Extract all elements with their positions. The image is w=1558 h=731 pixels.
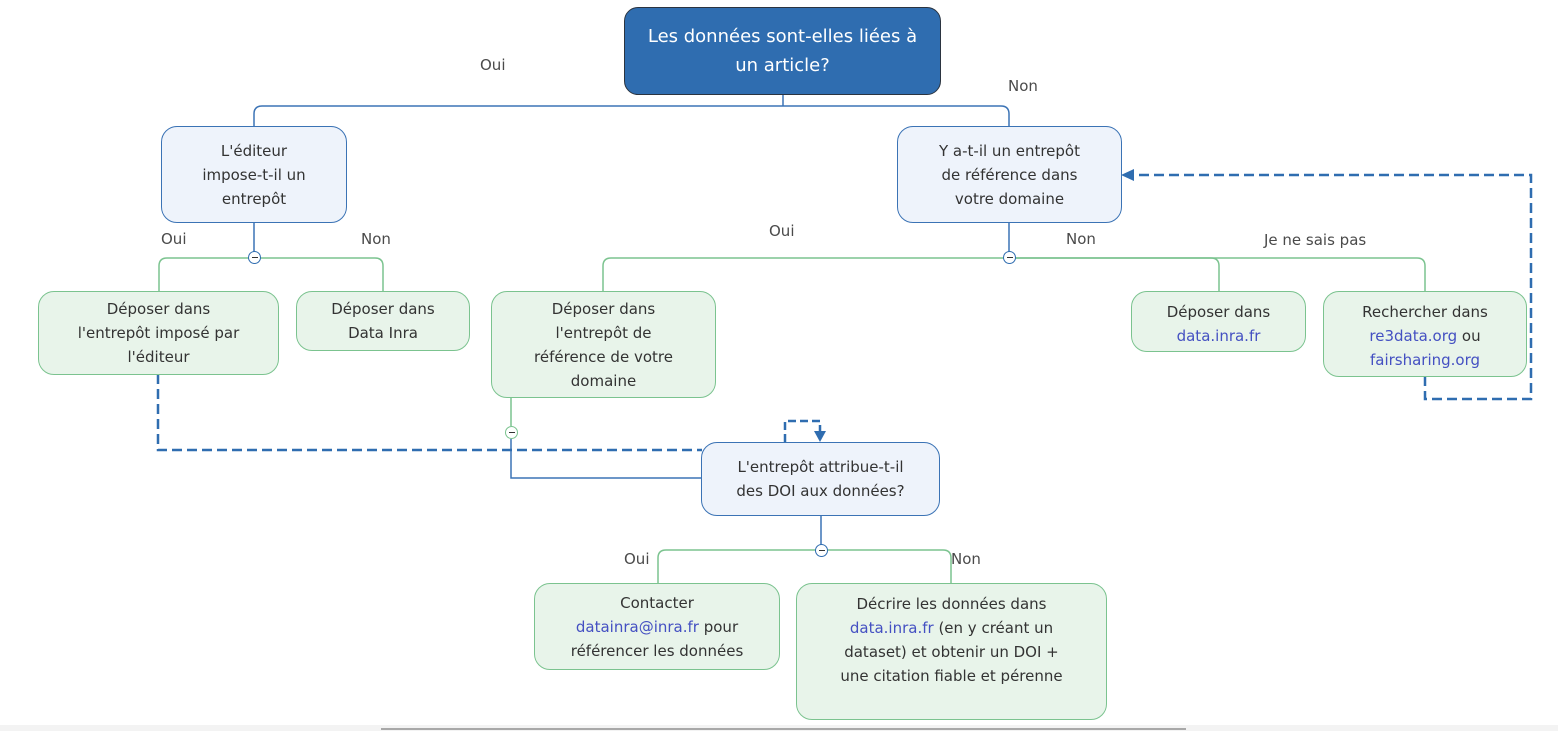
connector-editeur-to-impose: [158, 257, 254, 292]
connector-root-to-entrepot-ref: [783, 105, 1010, 127]
root-question-node[interactable]: Les données sont-elles liées à un articl…: [624, 7, 941, 95]
node-text-line: Y a-t-il un entrepôt: [939, 141, 1080, 160]
edge-label-ref-non: Non: [1066, 230, 1096, 248]
connector-editeur-to-data-inra: [254, 257, 384, 292]
minus-icon: [251, 256, 258, 259]
node-text-line: L'entrepôt attribue-t-il: [737, 458, 904, 476]
node-text-line: L'éditeur: [220, 141, 288, 160]
node-text-line: impose-t-il un: [202, 165, 306, 184]
editeur-question-node[interactable]: L'éditeur impose-t-il un entrepôt: [161, 126, 347, 223]
collapse-toggle-entrepot-ref[interactable]: [1003, 251, 1016, 264]
root-line-1: Les données sont-elles liées à: [647, 26, 918, 47]
doi-question-node[interactable]: L'entrepôt attribue-t-il des DOI aux don…: [701, 442, 940, 516]
deposer-data-inra-fr-node[interactable]: Déposer dans data.inra.fr: [1131, 291, 1306, 352]
connector-root-to-editeur: [253, 105, 783, 127]
connector-ref-to-data-inra-fr: [1009, 257, 1220, 292]
contacter-node[interactable]: Contacter datainra@inra.fr pour référenc…: [534, 583, 780, 670]
deposer-data-inra-node[interactable]: Déposer dans Data Inra: [296, 291, 470, 351]
node-text-line: de référence dans: [941, 165, 1078, 184]
node-text-line: référence de votre: [534, 347, 673, 366]
fairsharing-link[interactable]: fairsharing.org: [1369, 351, 1481, 369]
dashed-impose-to-doi: [156, 374, 702, 452]
node-text-line: Déposer dans: [331, 300, 435, 318]
node-text-line: l'éditeur: [127, 348, 190, 366]
edge-label-doi-non: Non: [951, 550, 981, 568]
arrowhead-doi: [814, 431, 826, 442]
node-text-line: une citation fiable et pérenne: [840, 667, 1063, 685]
decrire-donnees-node[interactable]: Décrire les données dans data.inra.fr (e…: [796, 583, 1107, 720]
collapse-toggle-doi[interactable]: [815, 544, 828, 557]
deposer-entrepot-reference-node[interactable]: Déposer dans l'entrepôt de référence de …: [491, 291, 716, 398]
entrepot-reference-question-node[interactable]: Y a-t-il un entrepôt de référence dans v…: [897, 126, 1122, 223]
node-text: (en y créant un: [933, 619, 1054, 637]
collapse-toggle-deposer-ref[interactable]: [505, 426, 518, 439]
node-text-line: Déposer dans: [1166, 303, 1271, 321]
root-line-2: un article?: [735, 55, 830, 76]
node-text-line: Déposer dans: [106, 300, 211, 318]
rechercher-node[interactable]: Rechercher dans re3data.org ou fairshari…: [1323, 291, 1527, 377]
minus-icon: [818, 549, 825, 552]
collapse-toggle-editeur[interactable]: [248, 251, 261, 264]
connector-deposer-ref-to-doi: [510, 439, 702, 479]
datainra-email-link[interactable]: datainra@inra.fr: [575, 617, 699, 636]
scrollbar-thumb[interactable]: [381, 728, 1186, 730]
node-text-line: Déposer dans: [551, 299, 656, 318]
node-text-line: dataset) et obtenir un DOI +: [844, 643, 1059, 661]
edge-label-root-non: Non: [1008, 77, 1038, 95]
dashed-doi-loop: [783, 419, 822, 442]
node-text-line: domaine: [570, 371, 637, 390]
edge-label-ref-oui: Oui: [769, 222, 795, 240]
deposer-entrepot-impose-node[interactable]: Déposer dans l'entrepôt imposé par l'édi…: [38, 291, 279, 375]
data-inra-fr-link[interactable]: data.inra.fr: [1176, 327, 1261, 345]
re3data-link[interactable]: re3data.org: [1369, 327, 1458, 345]
node-text-line: votre domaine: [954, 189, 1065, 208]
data-inra-fr-link[interactable]: data.inra.fr: [849, 619, 934, 637]
connector-ref-to-deposer-ref: [602, 257, 1009, 292]
node-text-line: Data Inra: [348, 324, 418, 342]
connector-doi-to-contacter: [657, 549, 821, 584]
minus-icon: [1006, 256, 1013, 259]
dashed-rechercher-to-ref: [1134, 173, 1533, 401]
node-text-line: entrepôt: [221, 189, 287, 208]
edge-label-ref-je-ne-sais-pas: Je ne sais pas: [1264, 231, 1367, 249]
edge-label-root-oui: Oui: [480, 56, 506, 74]
connector-doi-to-decrire: [821, 549, 952, 584]
edge-label-editeur-oui: Oui: [161, 230, 187, 248]
node-text-line: l'entrepôt imposé par: [77, 324, 240, 342]
horizontal-scrollbar[interactable]: [0, 725, 1558, 731]
connector-ref-to-rechercher: [1009, 257, 1426, 292]
node-text-line: Décrire les données dans: [856, 595, 1047, 613]
node-text-line: l'entrepôt de: [555, 323, 652, 342]
node-text-line: des DOI aux données?: [736, 482, 905, 500]
node-text-line: Rechercher dans: [1362, 303, 1488, 321]
edge-label-doi-oui: Oui: [624, 550, 650, 568]
arrowhead-ref: [1121, 169, 1134, 181]
minus-icon: [508, 431, 515, 434]
node-text-line: Contacter: [620, 593, 694, 612]
node-text: pour: [698, 617, 739, 636]
edge-label-editeur-non: Non: [361, 230, 391, 248]
node-text-line: référencer les données: [570, 641, 744, 660]
node-text: ou: [1457, 327, 1481, 345]
